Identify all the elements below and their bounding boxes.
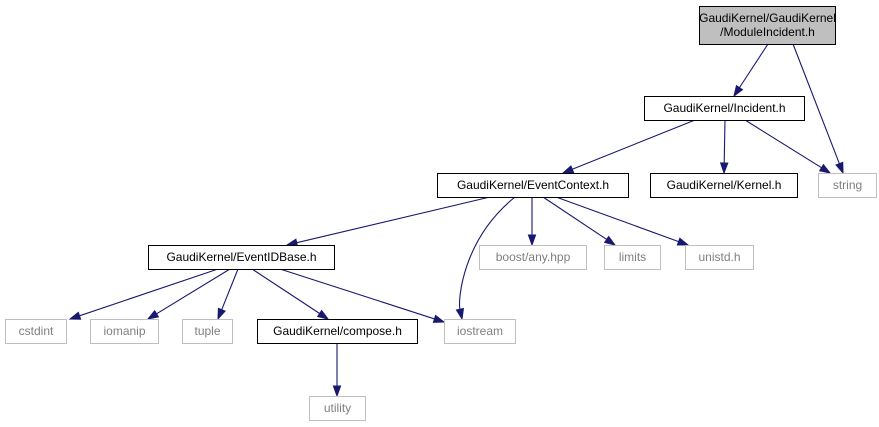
node-unistd-label-1: unistd.h	[698, 250, 740, 264]
edge-event-id-base-to-tuple	[217, 268, 239, 321]
node-compose[interactable]: GaudiKernel/compose.h	[257, 319, 418, 344]
node-incident-label-1: GaudiKernel/Incident.h	[663, 101, 785, 115]
edge-module-incident-to-incident	[733, 43, 769, 98]
node-cstdint-box	[5, 319, 67, 344]
node-iostream-box	[444, 319, 516, 344]
edge-event-id-base-to-compose	[251, 268, 330, 320]
node-compose-box	[257, 319, 418, 344]
node-compose-label-1: GaudiKernel/compose.h	[273, 324, 402, 338]
node-limits-label-1: limits	[619, 250, 646, 264]
node-utility: utility	[309, 396, 366, 421]
node-module-incident-box	[699, 6, 836, 45]
node-incident-box	[644, 96, 805, 121]
edge-event-context-to-iostream	[455, 196, 516, 321]
edge-incident-to-kernel	[719, 119, 729, 175]
node-utility-box	[309, 396, 366, 421]
nodes-layer: GaudiKernel/GaudiKernel/ModuleIncident.h…	[5, 6, 877, 421]
edge-event-context-to-unistd	[555, 196, 690, 246]
node-iomanip-label-1: iomanip	[103, 324, 145, 338]
node-tuple-box	[182, 319, 233, 344]
edge-incident-to-event-context	[561, 119, 696, 174]
node-boost-any: boost/any.hpp	[479, 245, 587, 270]
edge-event-context-to-boost-any	[527, 197, 537, 247]
node-event-context[interactable]: GaudiKernel/EventContext.h	[437, 173, 629, 198]
node-kernel[interactable]: GaudiKernel/Kernel.h	[650, 173, 798, 198]
edge-event-context-to-limits	[542, 196, 617, 246]
node-tuple-label-1: tuple	[194, 324, 220, 338]
node-kernel-box	[650, 173, 798, 198]
node-iomanip: iomanip	[90, 319, 159, 344]
node-cstdint: cstdint	[5, 319, 67, 344]
node-boost-any-label-1: boost/any.hpp	[496, 250, 571, 264]
node-iomanip-box	[90, 319, 159, 344]
node-unistd-box	[685, 245, 754, 270]
node-event-id-base[interactable]: GaudiKernel/EventIDBase.h	[148, 245, 335, 270]
edge-compose-to-utility	[332, 343, 342, 398]
node-incident[interactable]: GaudiKernel/Incident.h	[644, 96, 805, 121]
edge-event-id-base-to-iomanip	[146, 268, 231, 320]
node-event-context-label-1: GaudiKernel/EventContext.h	[457, 178, 609, 192]
node-kernel-label-1: GaudiKernel/Kernel.h	[667, 178, 782, 192]
node-limits: limits	[604, 245, 661, 270]
node-cstdint-label-1: cstdint	[19, 324, 54, 338]
node-module-incident[interactable]: GaudiKernel/GaudiKernel/ModuleIncident.h	[699, 6, 836, 45]
node-module-incident-label-2: /ModuleIncident.h	[720, 25, 815, 39]
node-iostream-label-1: iostream	[457, 324, 503, 338]
node-string: string	[818, 173, 877, 198]
node-boost-any-box	[479, 245, 587, 270]
edge-module-incident-to-string	[792, 43, 844, 175]
node-limits-box	[604, 245, 661, 270]
node-module-incident-label-1: GaudiKernel/GaudiKernel	[699, 11, 836, 25]
node-string-box	[818, 173, 877, 198]
node-event-id-base-box	[148, 245, 335, 270]
node-event-id-base-label-1: GaudiKernel/EventIDBase.h	[166, 250, 316, 264]
node-event-context-box	[437, 173, 629, 198]
node-string-label-1: string	[833, 178, 862, 192]
node-utility-label-1: utility	[324, 401, 351, 415]
node-tuple: tuple	[182, 319, 233, 344]
node-unistd: unistd.h	[685, 245, 754, 270]
node-iostream: iostream	[444, 319, 516, 344]
edge-incident-to-string	[744, 119, 832, 174]
edges-layer	[68, 43, 844, 398]
edge-event-id-base-to-cstdint	[68, 268, 219, 320]
edge-event-context-to-event-id-base	[285, 196, 491, 247]
edge-event-id-base-to-iostream	[279, 268, 446, 323]
